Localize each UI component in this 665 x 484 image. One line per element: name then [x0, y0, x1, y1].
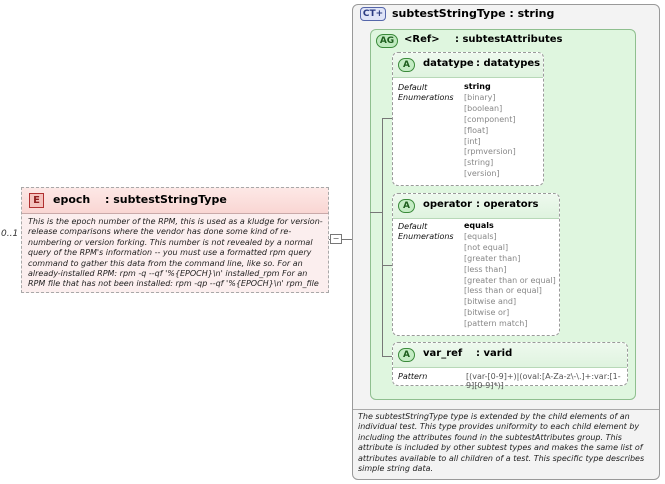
tree-line	[382, 356, 392, 357]
attribute-operator[interactable]: A operator : operators Default Enumerati…	[392, 193, 560, 336]
pattern-label: Pattern	[398, 372, 428, 381]
complex-type-title: subtestStringType : string	[392, 7, 555, 20]
attribute-type: : operators	[476, 199, 539, 210]
attribute-group-icon: AG	[376, 34, 398, 48]
enum-item: [equals]	[464, 231, 497, 241]
attribute-header: A var_ref : varid	[393, 343, 627, 368]
element-name: epoch	[53, 193, 91, 206]
default-label: Default	[398, 83, 428, 92]
attribute-name: datatype	[423, 58, 474, 69]
tree-line	[370, 212, 382, 213]
element-documentation: This is the epoch number of the RPM, thi…	[28, 217, 323, 289]
attribute-datatype[interactable]: A datatype : datatypes Default Enumerati…	[392, 52, 544, 186]
enumerations-label: Enumerations	[398, 93, 454, 102]
tree-line	[382, 118, 392, 119]
attribute-icon: A	[398, 199, 415, 213]
attribute-name: var_ref	[423, 348, 463, 359]
attribute-name: operator	[423, 199, 473, 210]
enum-item: [binary]	[464, 92, 496, 102]
enum-item: [greater than]	[464, 253, 521, 263]
attribute-group-type: : subtestAttributes	[455, 34, 563, 45]
pattern-value: [(var-[0-9]+)|(oval:[A-Za-z\-\.]+:var:[1…	[466, 372, 621, 390]
enum-item: [int]	[464, 136, 481, 146]
element-header: E epoch : subtestStringType	[22, 188, 328, 214]
enumerations-label: Enumerations	[398, 232, 454, 241]
default-value: string	[464, 82, 491, 91]
enum-item: [string]	[464, 158, 494, 168]
attribute-icon: A	[398, 58, 415, 72]
enum-item: [greater than or equal]	[464, 275, 556, 285]
enum-item: [less than]	[464, 264, 507, 274]
enum-item: [pattern match]	[464, 319, 528, 329]
enum-item: [version]	[464, 169, 500, 179]
attribute-header: A operator : operators	[393, 194, 559, 219]
attribute-type: : varid	[476, 348, 513, 359]
default-value: equals	[464, 221, 494, 230]
attribute-group-ref: <Ref>	[404, 34, 440, 45]
attribute-header: A datatype : datatypes	[393, 53, 543, 78]
tree-line	[382, 118, 383, 356]
multiplicity-label: 0..1	[1, 229, 19, 239]
element-icon: E	[29, 193, 44, 208]
attribute-icon: A	[398, 348, 415, 362]
enum-item: [component]	[464, 114, 516, 124]
enum-item: [less than or equal]	[464, 286, 542, 296]
default-label: Default	[398, 222, 428, 231]
sequence-connector-icon[interactable]: −	[330, 234, 342, 244]
enum-item: [bitwise or]	[464, 308, 510, 318]
tree-line	[382, 265, 392, 266]
complex-type-documentation: The subtestStringType type is extended b…	[358, 412, 645, 474]
enum-item: [boolean]	[464, 103, 503, 113]
enumeration-list: string [binary] [boolean] [component] [f…	[464, 82, 516, 180]
attribute-type: : datatypes	[476, 58, 541, 69]
enum-item: [bitwise and]	[464, 297, 517, 307]
enum-item: [rpmversion]	[464, 147, 516, 157]
attribute-var-ref[interactable]: A var_ref : varid Pattern [(var-[0-9]+)|…	[392, 342, 628, 390]
documentation-divider	[353, 409, 659, 410]
enum-item: [not equal]	[464, 242, 509, 252]
connector-line	[342, 239, 353, 240]
complex-type-icon: CT+	[360, 7, 386, 21]
enum-item: [float]	[464, 125, 489, 135]
enumeration-list: equals [equals] [not equal] [greater tha…	[464, 221, 556, 330]
element-epoch[interactable]: E epoch : subtestStringType This is the …	[21, 187, 329, 293]
element-type: : subtestStringType	[105, 193, 227, 206]
